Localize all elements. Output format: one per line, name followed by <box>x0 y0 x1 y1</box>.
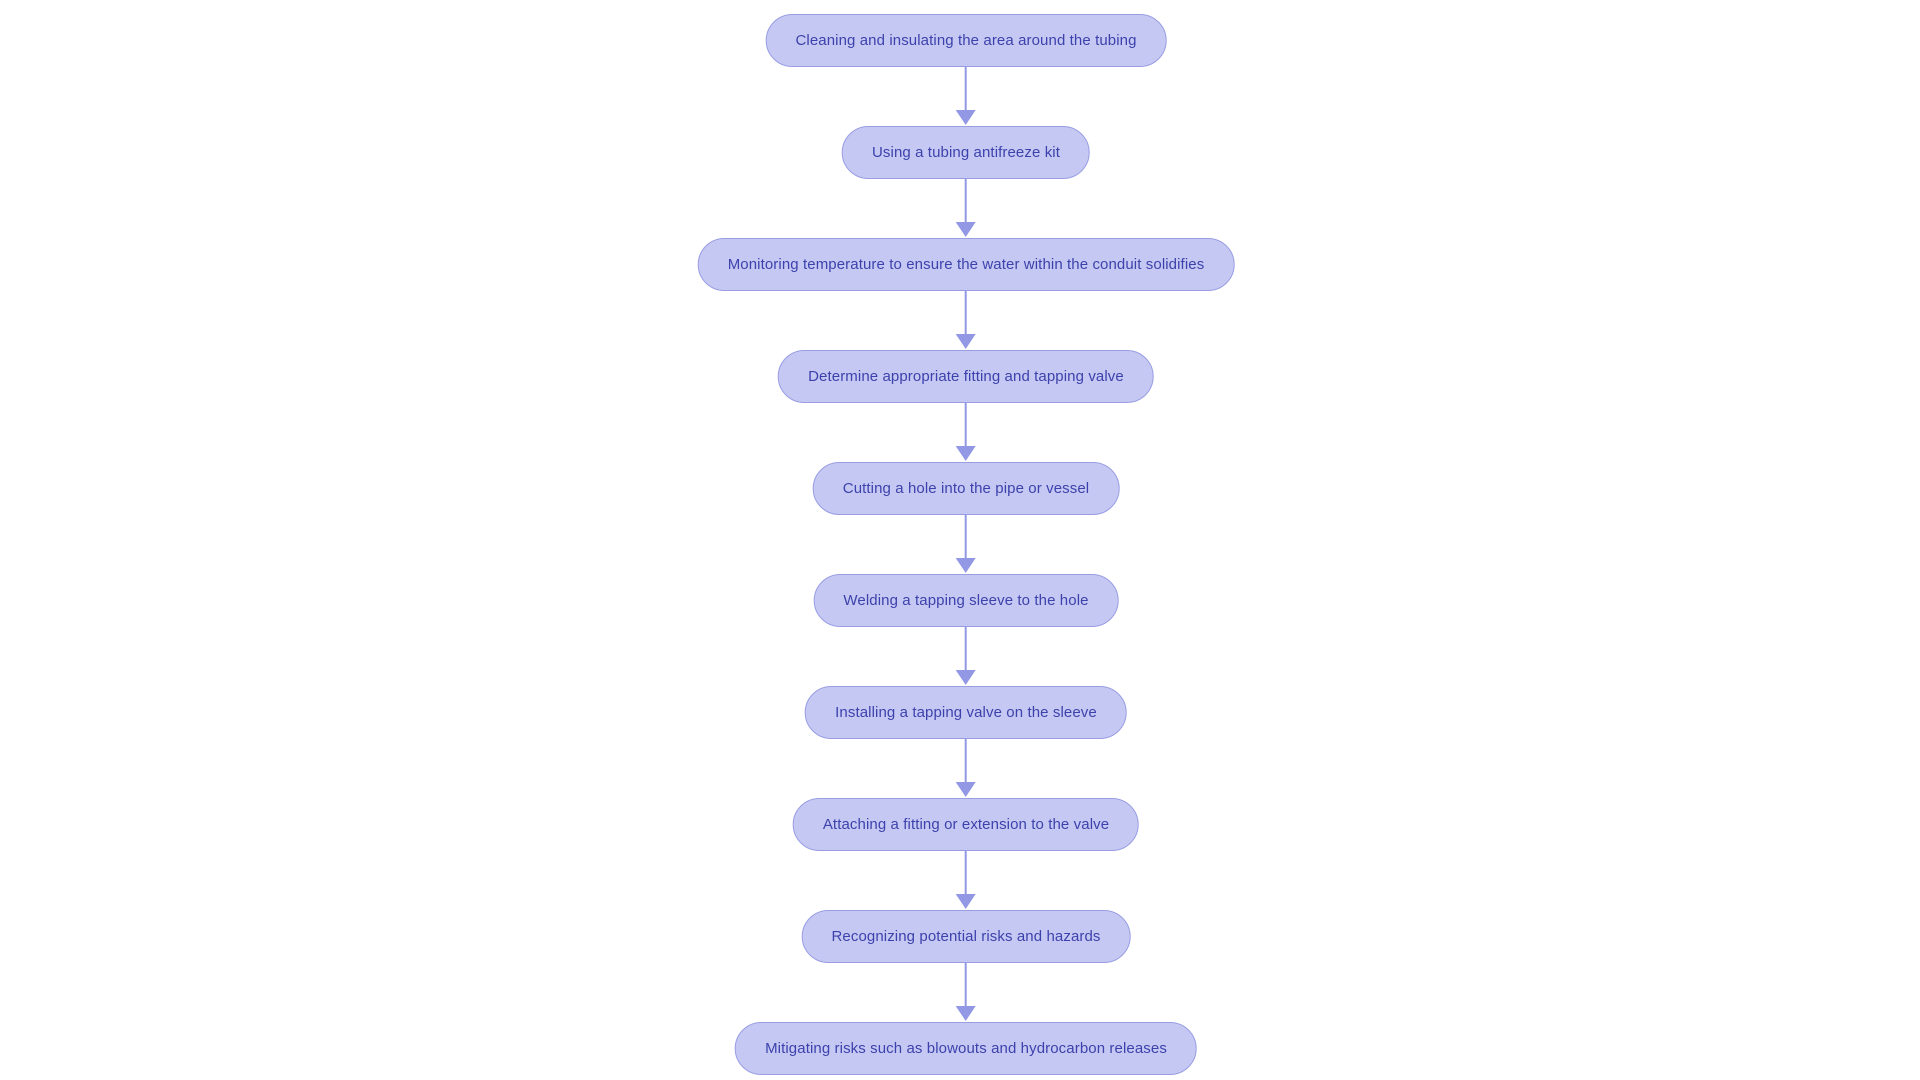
arrowhead-down-icon <box>956 446 976 461</box>
arrowhead-down-icon <box>956 110 976 125</box>
flowchart-node: Installing a tapping valve on the sleeve <box>805 686 1127 739</box>
flow-arrow <box>955 627 977 686</box>
arrow-line <box>965 67 967 112</box>
arrow-line <box>965 291 967 336</box>
arrowhead-down-icon <box>956 558 976 573</box>
flow-arrow <box>955 515 977 574</box>
flow-arrow <box>955 403 977 462</box>
flowchart-node: Cleaning and insulating the area around … <box>765 14 1167 67</box>
flowchart-node: Attaching a fitting or extension to the … <box>792 798 1140 851</box>
flow-arrow <box>955 963 977 1022</box>
arrow-line <box>965 739 967 784</box>
flow-arrow <box>955 179 977 238</box>
arrow-line <box>965 963 967 1008</box>
arrowhead-down-icon <box>956 782 976 797</box>
arrowhead-down-icon <box>956 1006 976 1021</box>
arrowhead-down-icon <box>956 894 976 909</box>
flowchart-node: Using a tubing antifreeze kit <box>841 126 1090 179</box>
flowchart-node: Welding a tapping sleeve to the hole <box>813 574 1119 627</box>
arrowhead-down-icon <box>956 222 976 237</box>
arrowhead-down-icon <box>956 670 976 685</box>
flowchart-node: Recognizing potential risks and hazards <box>801 910 1131 963</box>
arrowhead-down-icon <box>956 334 976 349</box>
flow-arrow <box>955 291 977 350</box>
flowchart: Cleaning and insulating the area around … <box>697 14 1235 1075</box>
flow-arrow <box>955 739 977 798</box>
flowchart-node: Mitigating risks such as blowouts and hy… <box>735 1022 1197 1075</box>
flow-arrow <box>955 67 977 126</box>
arrow-line <box>965 851 967 896</box>
arrow-line <box>965 627 967 672</box>
arrow-line <box>965 179 967 224</box>
flow-arrow <box>955 851 977 910</box>
flowchart-node: Monitoring temperature to ensure the wat… <box>697 238 1235 291</box>
arrow-line <box>965 515 967 560</box>
flowchart-node: Determine appropriate fitting and tappin… <box>778 350 1154 403</box>
flowchart-node: Cutting a hole into the pipe or vessel <box>812 462 1120 515</box>
arrow-line <box>965 403 967 448</box>
